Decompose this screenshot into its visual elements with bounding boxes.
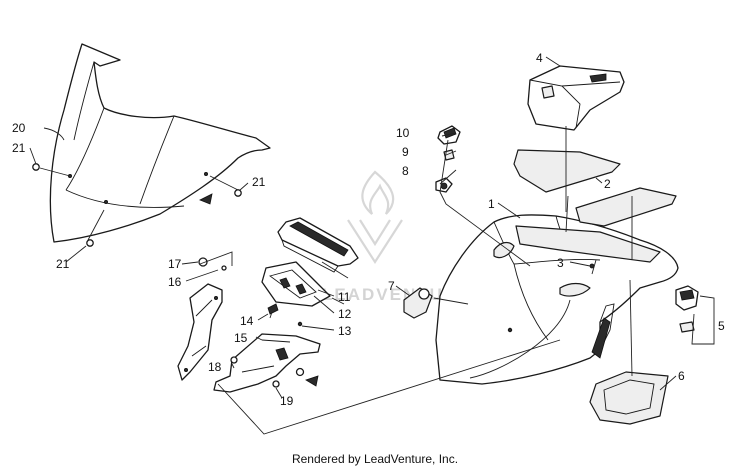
callout-15: 15 [234,331,248,345]
callout-10: 10 [396,126,410,140]
screw-part [272,380,280,388]
floor-decal-part [589,371,669,425]
callout-1: 1 [488,197,495,211]
screw-part [230,356,238,364]
console-cover-part [527,65,625,131]
callout-3: 3 [557,256,564,270]
decal-part [513,149,677,263]
watermark-logo: LEADVENTURE [322,170,472,304]
callout-13: 13 [338,324,352,338]
gauge-part [277,217,359,273]
callout-12: 12 [338,307,352,321]
switch-assembly-part [435,125,461,193]
footer-credit: Rendered by LeadVenture, Inc. [292,452,458,466]
callout-2: 2 [604,177,611,191]
assembly-lines [39,126,715,435]
callout-6: 6 [678,369,685,383]
callout-19: 19 [280,394,294,408]
callout-4: 4 [536,51,543,65]
leader-lines [29,56,677,399]
gauge-bracket-part [261,261,331,307]
callout-21: 21 [12,141,26,155]
callout-8: 8 [402,164,409,178]
view-arrow-icon [199,193,213,205]
switch-part [675,285,699,333]
callout-14: 14 [240,314,254,328]
callout-18: 18 [208,360,222,374]
callout-17: 17 [168,257,182,271]
windshield-part [49,43,271,243]
callout-11: 11 [338,290,351,304]
screw-hole [203,171,208,176]
view-arrow-icon [305,375,319,387]
screw-hole [104,199,109,204]
connector-part [403,287,433,319]
screw-part [589,263,595,269]
callout-5: 5 [718,319,725,333]
screw-part [267,303,279,319]
callout-16: 16 [168,275,182,289]
callout-9: 9 [402,145,409,159]
callout-labels: 1 2 3 4 5 6 7 8 9 10 11 12 13 14 15 16 1… [12,51,725,408]
callout-7: 7 [388,279,395,293]
screw-part [297,321,303,327]
callout-21: 21 [56,257,70,271]
callout-21: 21 [252,175,266,189]
watermark-text: LEADVENTURE [322,285,472,304]
callout-20: 20 [12,121,26,135]
mount-bracket-part [177,283,223,381]
lower-bracket-part [213,333,321,393]
bolt-part [198,257,227,271]
